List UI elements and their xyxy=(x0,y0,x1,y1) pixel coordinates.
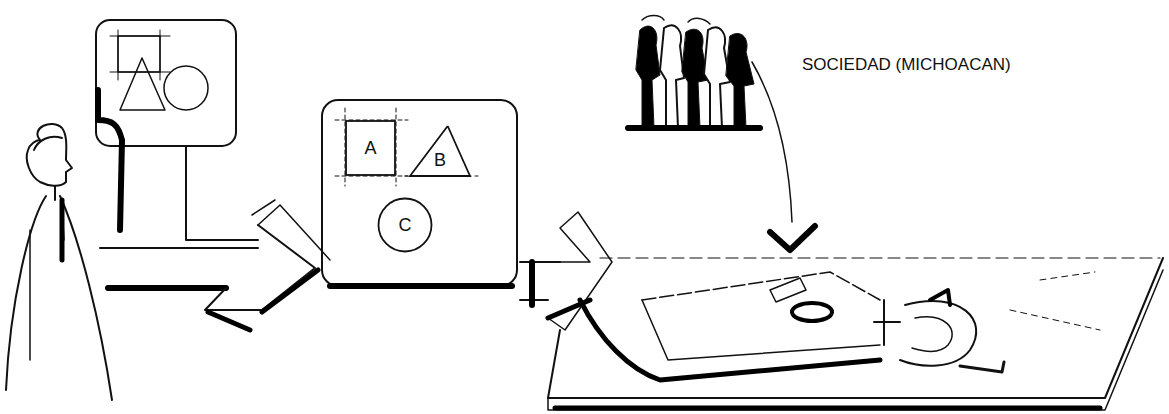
shape-letter: A xyxy=(364,139,376,157)
group-label: SOCIEDAD (MICHOACAN) xyxy=(800,55,1013,75)
shape-letter: C xyxy=(399,216,412,234)
circle-shape: C xyxy=(377,197,433,253)
triangle-shape: B xyxy=(408,124,472,178)
site-plane xyxy=(548,226,1163,410)
square-shape: A xyxy=(345,120,396,176)
person-figure xyxy=(6,124,112,400)
people-group xyxy=(628,16,760,129)
leader-line xyxy=(752,62,792,222)
flow-arrow xyxy=(520,212,612,330)
shape-letter: B xyxy=(434,133,446,169)
thought-bubble xyxy=(96,20,258,240)
flow-arrow xyxy=(100,200,330,330)
concept-panel xyxy=(322,100,517,286)
